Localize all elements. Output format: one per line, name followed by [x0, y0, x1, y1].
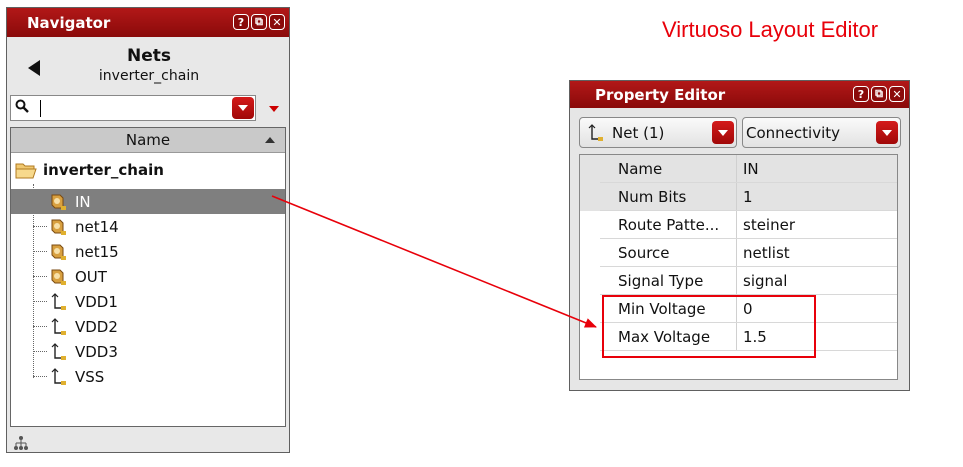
tree-root-node[interactable]: inverter_chain — [15, 157, 164, 182]
net-label: VSS — [75, 367, 105, 386]
signal-net-icon — [47, 242, 69, 262]
property-value[interactable]: 1 — [743, 188, 753, 206]
property-editor-panel: Property Editor ? ⧉ ✕ Net (1) Connectivi… — [569, 80, 910, 391]
category-select-value: Connectivity — [746, 124, 840, 142]
object-select-dropdown[interactable] — [712, 121, 734, 144]
property-row[interactable]: Source netlist — [580, 239, 897, 267]
signal-net-icon — [47, 267, 69, 287]
figure-caption: Virtuoso Layout Editor — [662, 17, 879, 42]
navigator-heading: Nets inverter_chain — [37, 46, 261, 85]
power-net-icon — [47, 367, 69, 387]
property-row[interactable]: Signal Type signal — [580, 267, 897, 295]
column-header-name[interactable]: Name — [11, 128, 285, 153]
property-row[interactable]: Min Voltage 0 — [580, 295, 897, 323]
chevron-down-icon — [238, 105, 248, 111]
property-name: Signal Type — [618, 272, 704, 290]
net-label: IN — [75, 192, 91, 211]
navigator-panel: Navigator ? ⧉ ✕ Nets inverter_chain Name — [6, 7, 290, 453]
power-net-icon — [47, 342, 69, 362]
object-select-value: Net (1) — [612, 124, 665, 142]
search-input[interactable] — [10, 95, 256, 121]
signal-net-icon — [47, 192, 69, 212]
net-label: VDD1 — [75, 292, 118, 311]
property-editor-titlebar[interactable]: Property Editor ? ⧉ ✕ — [570, 81, 909, 108]
property-row[interactable]: Name IN — [580, 155, 897, 183]
search-options-menu-icon[interactable] — [269, 106, 279, 112]
navigator-title: Navigator — [27, 14, 111, 32]
float-button[interactable]: ⧉ — [871, 86, 887, 102]
property-name: Route Patte... — [618, 216, 720, 234]
close-button[interactable]: ✕ — [889, 86, 905, 102]
property-editor-title: Property Editor — [595, 86, 726, 104]
help-button[interactable]: ? — [853, 86, 869, 102]
net-item[interactable]: VDD2 — [47, 314, 118, 339]
property-value[interactable]: steiner — [743, 216, 795, 234]
net-item[interactable]: VSS — [47, 364, 104, 389]
property-value[interactable]: 0 — [743, 300, 753, 318]
close-button[interactable]: ✕ — [269, 14, 285, 30]
sort-ascending-icon — [265, 137, 275, 143]
tree-root-label: inverter_chain — [43, 160, 164, 179]
net-label: VDD3 — [75, 342, 118, 361]
back-arrow-icon[interactable] — [28, 60, 40, 76]
property-name: Name — [618, 160, 663, 178]
net-item[interactable]: OUT — [47, 264, 107, 289]
property-row[interactable]: Route Patte... steiner — [580, 211, 897, 239]
chevron-down-icon — [882, 129, 892, 136]
hierarchy-icon[interactable] — [13, 435, 29, 451]
net-icon — [588, 124, 603, 141]
net-item[interactable]: net14 — [47, 214, 119, 239]
object-select[interactable]: Net (1) — [579, 117, 737, 148]
signal-net-icon — [47, 217, 69, 237]
search-icon — [15, 99, 29, 113]
power-net-icon — [47, 292, 69, 312]
property-value[interactable]: netlist — [743, 244, 790, 262]
open-folder-icon — [15, 160, 37, 180]
category-select-dropdown[interactable] — [876, 121, 898, 144]
property-row[interactable]: Num Bits 1 — [580, 183, 897, 211]
navigator-titlebar[interactable]: Navigator ? ⧉ ✕ — [7, 8, 289, 37]
help-button[interactable]: ? — [233, 14, 249, 30]
property-name: Max Voltage — [618, 328, 711, 346]
net-label: net14 — [75, 217, 119, 236]
property-name: Num Bits — [618, 188, 687, 206]
net-label: OUT — [75, 267, 107, 286]
column-header-label: Name — [125, 131, 171, 149]
property-name: Source — [618, 244, 670, 262]
text-caret — [40, 100, 41, 117]
net-item[interactable]: net15 — [47, 239, 119, 264]
net-label: net15 — [75, 242, 119, 261]
cell-name: inverter_chain — [98, 68, 200, 84]
net-item[interactable]: VDD1 — [47, 289, 118, 314]
category-select[interactable]: Connectivity — [742, 117, 901, 148]
net-label: VDD2 — [75, 317, 118, 336]
view-title: Nets — [126, 46, 171, 66]
property-value[interactable]: signal — [743, 272, 788, 290]
property-value[interactable]: 1.5 — [743, 328, 767, 346]
search-history-dropdown[interactable] — [232, 97, 254, 119]
float-button[interactable]: ⧉ — [251, 14, 267, 30]
power-net-icon — [47, 317, 69, 337]
chevron-down-icon — [718, 129, 728, 136]
net-item[interactable]: VDD3 — [47, 339, 118, 364]
property-name: Min Voltage — [618, 300, 706, 318]
property-value[interactable]: IN — [743, 160, 759, 178]
voltage-highlight-box — [602, 295, 816, 358]
property-row[interactable]: Max Voltage 1.5 — [580, 323, 897, 351]
net-item[interactable]: IN — [11, 189, 285, 214]
